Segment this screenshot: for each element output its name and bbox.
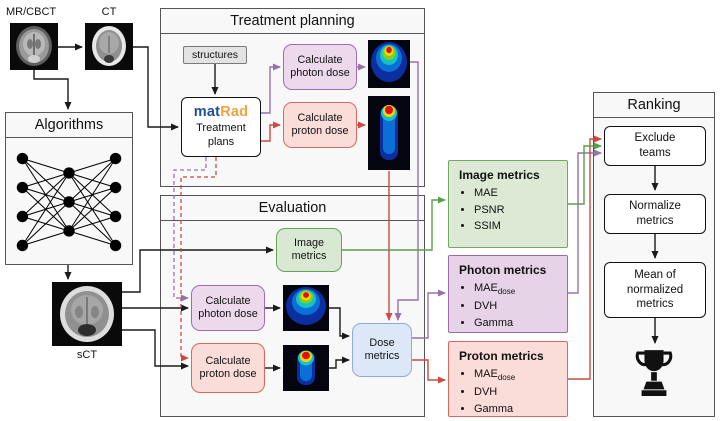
evaluation-image-metrics-box: Image metrics xyxy=(276,228,342,272)
structures-box: structures xyxy=(183,46,247,64)
ranking-title: Ranking xyxy=(594,93,714,118)
evaluation-proton-dose-image xyxy=(283,345,329,391)
neural-network-graphic xyxy=(10,146,128,258)
metric-item: PSNR xyxy=(474,202,557,219)
matrad-box: matRad Treatment plans xyxy=(181,97,261,157)
treatment-planning-title: Treatment planning xyxy=(161,9,424,34)
planning-calc-proton-dose-box: Calculate proton dose xyxy=(283,102,357,148)
exclude-teams-box: Exclude teams xyxy=(604,126,706,166)
planning-photon-dose-image xyxy=(368,40,410,88)
metric-item: MAE xyxy=(474,185,557,202)
sct-image xyxy=(52,282,122,346)
normalize-metrics-box: Normalize metrics xyxy=(604,194,706,234)
mr-cbct-image xyxy=(10,23,58,70)
metric-item: DVH xyxy=(474,298,557,315)
treatment-plans-label: Treatment plans xyxy=(196,122,246,148)
planning-calc-photon-dose-box: Calculate photon dose xyxy=(283,44,357,90)
metric-item: MAEdose xyxy=(474,366,557,384)
ct-label: CT xyxy=(101,6,117,18)
sct-label: sCT xyxy=(76,349,98,361)
algorithms-title: Algorithms xyxy=(6,113,132,138)
mean-normalized-metrics-box: Mean of normalized metrics xyxy=(604,262,706,318)
planning-proton-dose-image xyxy=(368,96,410,170)
photon-metrics-panel: Photon metrics MAEdose DVH Gamma xyxy=(448,255,568,333)
ct-image xyxy=(85,23,133,70)
photon-metrics-list: MAEdose DVH Gamma xyxy=(474,280,557,331)
matrad-logo: matRad xyxy=(193,104,249,121)
image-metrics-panel-title: Image metrics xyxy=(459,168,540,182)
metric-item: Gamma xyxy=(474,401,557,418)
proton-metrics-panel-title: Proton metrics xyxy=(459,349,544,363)
evaluation-title: Evaluation xyxy=(161,196,424,221)
trophy-icon xyxy=(633,347,675,403)
photon-metrics-panel-title: Photon metrics xyxy=(459,263,547,277)
metric-item: DVH xyxy=(474,384,557,401)
metric-item: SSIM xyxy=(474,218,557,235)
metric-item: Gamma xyxy=(474,315,557,332)
evaluation-calc-proton-dose-box: Calculate proton dose xyxy=(191,343,265,393)
image-metrics-list: MAE PSNR SSIM xyxy=(474,185,557,235)
mr-cbct-label: MR/CBCT xyxy=(6,6,57,18)
evaluation-calc-photon-dose-box: Calculate photon dose xyxy=(191,285,265,331)
evaluation-photon-dose-image xyxy=(283,285,329,331)
image-metrics-panel: Image metrics MAE PSNR SSIM xyxy=(448,160,568,248)
metric-item: MAEdose xyxy=(474,280,557,298)
dose-metrics-box: Dose metrics xyxy=(352,323,412,377)
proton-metrics-panel: Proton metrics MAEdose DVH Gamma xyxy=(448,341,568,417)
proton-metrics-list: MAEdose DVH Gamma xyxy=(474,366,557,417)
